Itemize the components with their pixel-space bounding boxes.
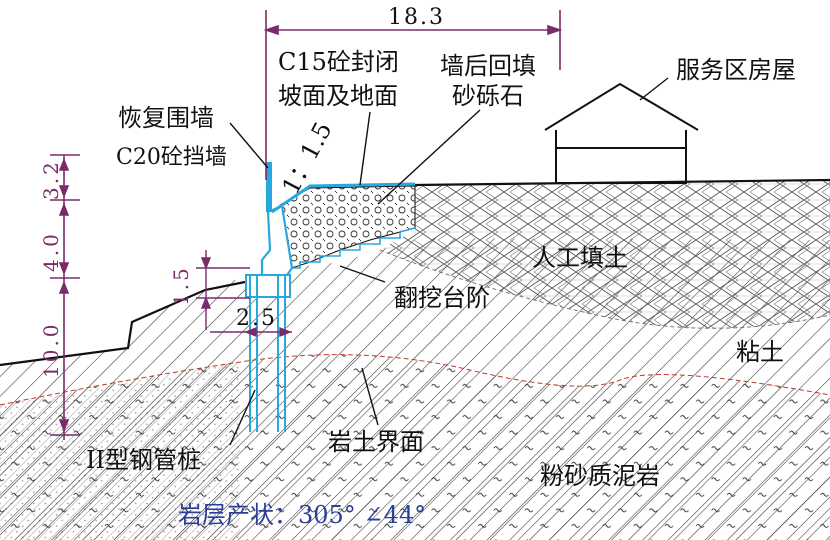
- siltstone-label: 粉砂质泥岩: [540, 462, 660, 490]
- dim-10-0: 10.0: [39, 321, 63, 378]
- slope-seal-line1: C15砼封闭: [278, 48, 399, 76]
- steps-label: 翻挖台阶: [394, 284, 490, 312]
- backfill-line1: 墙后回填: [440, 52, 536, 80]
- top-width-label: 18.3: [388, 5, 445, 30]
- slope-seal-line2: 坡面及地面: [278, 82, 398, 110]
- backfill-gravel: [279, 185, 416, 269]
- artificial-fill-label: 人工填土: [532, 244, 628, 272]
- pile-width-dimension: [210, 326, 292, 338]
- clay-label: 粘土: [736, 338, 784, 366]
- service-house-label: 服务区房屋: [676, 56, 796, 84]
- steel-piles: [249, 275, 286, 432]
- leaders: [229, 77, 669, 446]
- dim-1-5: 1.5: [169, 265, 193, 306]
- left-dimension-chain: [50, 154, 80, 440]
- rock-soil-interface-label: 岩土界面: [328, 428, 424, 456]
- dim-4-0: 4.0: [39, 231, 63, 272]
- dim-2-5: 2.5: [236, 306, 277, 331]
- restored-wall: [266, 162, 272, 212]
- pile-cap: [245, 274, 291, 298]
- slope-seal: [271, 182, 416, 214]
- step-height-dimension: [196, 250, 250, 330]
- artificial-fill-layer: [380, 180, 830, 329]
- top-dimension: [263, 10, 563, 180]
- service-house: [544, 82, 699, 184]
- rock-soil-interface-line: [0, 354, 830, 406]
- excavation-steps: [292, 227, 416, 269]
- ground-surface: [0, 280, 246, 367]
- strata-attitude-label: 岩层产状：305° ∠44°: [178, 501, 426, 529]
- retaining-wall-label: C20砼挡墙: [116, 145, 227, 170]
- dim-3-2: 3.2: [39, 159, 63, 200]
- backfill-line2: 砂砾石: [452, 82, 524, 110]
- fill-lower-boundary: [379, 249, 830, 329]
- left-dotted-zone: [0, 362, 240, 540]
- restore-wall-label: 恢复围墙: [118, 104, 214, 132]
- pile-label: II型钢管桩: [86, 446, 201, 474]
